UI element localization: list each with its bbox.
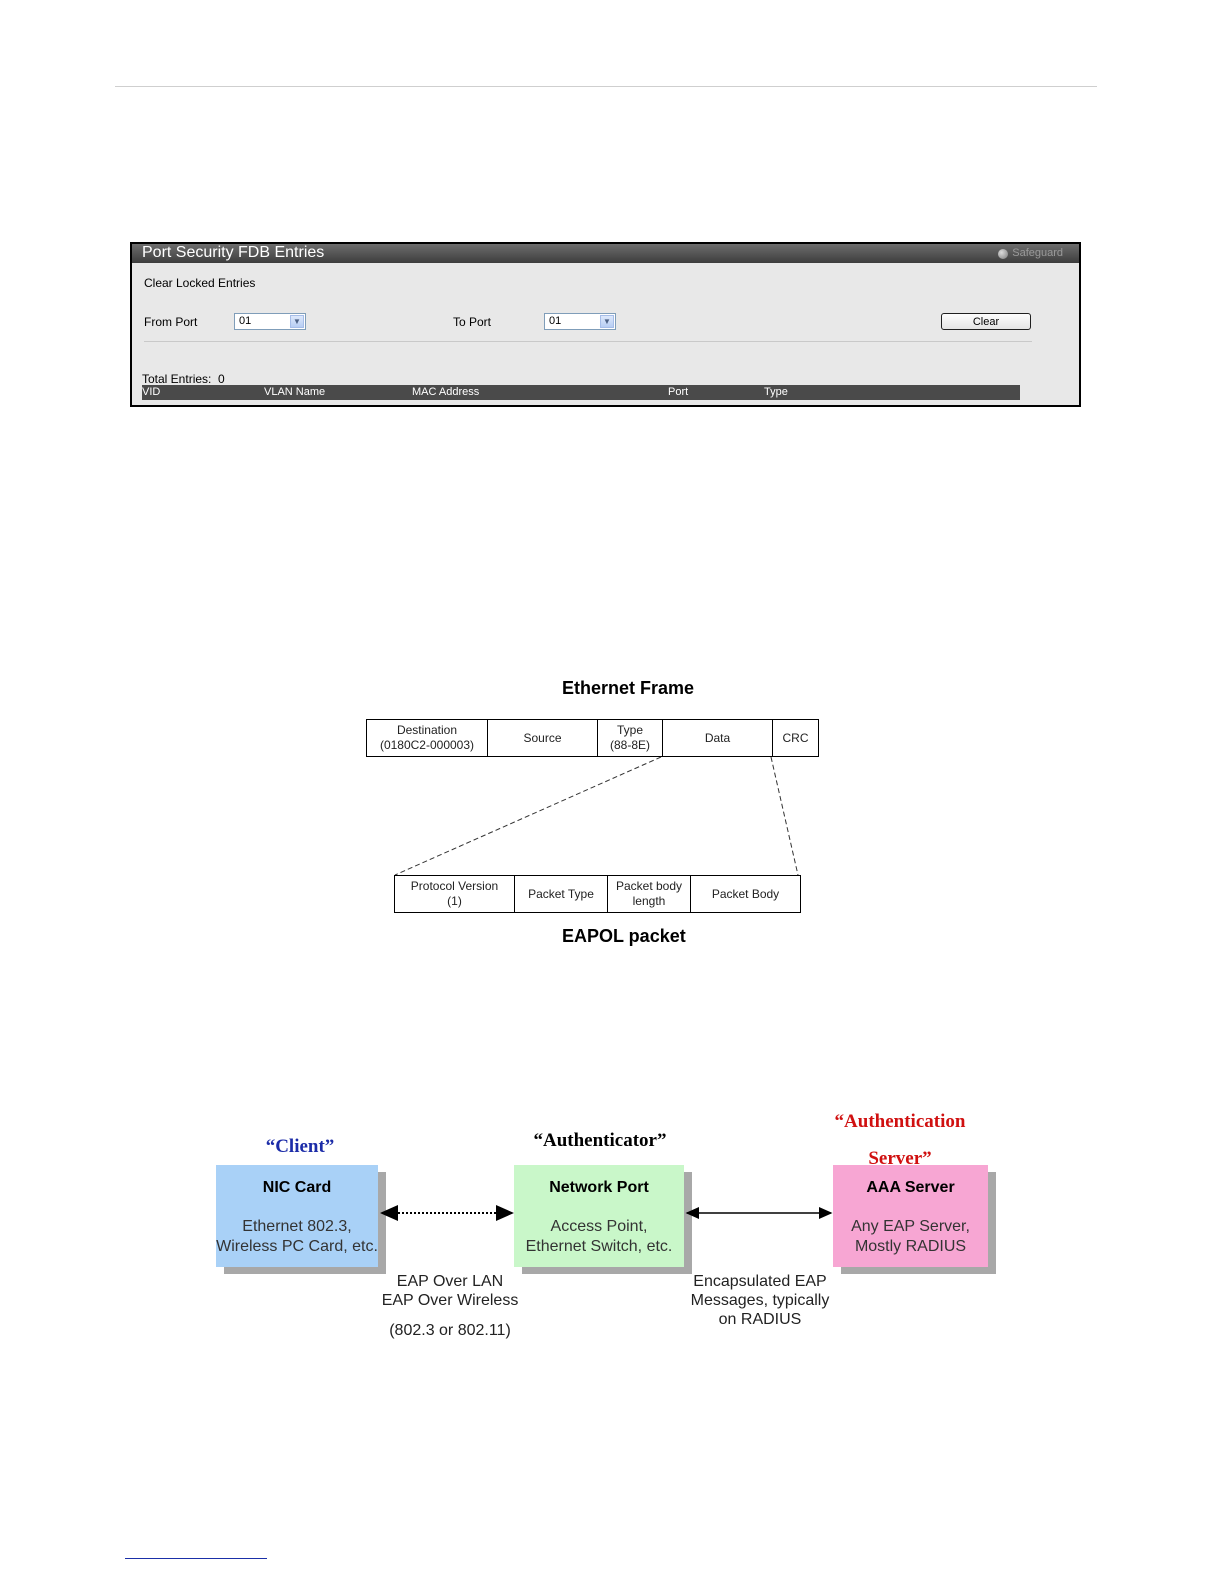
from-port-value: 01 bbox=[239, 315, 252, 327]
to-port-value: 01 bbox=[549, 315, 562, 327]
client-role-label: “Client” bbox=[230, 1136, 370, 1158]
authenticator-desc-line2: Ethernet Switch, etc. bbox=[525, 1238, 673, 1255]
eapol-field-packet-type: Packet Type bbox=[514, 876, 607, 912]
chevron-down-icon[interactable]: ▼ bbox=[600, 315, 614, 328]
to-port-select[interactable]: 01 ▼ bbox=[544, 313, 616, 330]
safeguard-icon bbox=[998, 248, 1009, 259]
chevron-down-icon[interactable]: ▼ bbox=[290, 315, 304, 328]
authenticator-role-label: “Authenticator” bbox=[510, 1130, 690, 1152]
link-label-line2: EAP Over Wireless bbox=[381, 1292, 519, 1309]
eapol-packet: Protocol Version(1) Packet Type Packet b… bbox=[394, 875, 801, 913]
frame-field-destination: Destination(0180C2-000003) bbox=[367, 720, 487, 756]
eapol-field-packet-body: Packet Body bbox=[690, 876, 800, 912]
total-entries-label: Total Entries: bbox=[142, 372, 212, 386]
eap-over-lan-label: EAP Over LAN EAP Over Wireless (802.3 or… bbox=[370, 1272, 530, 1340]
expansion-line-left bbox=[394, 756, 662, 876]
frame-field-label: Destination bbox=[396, 723, 458, 737]
page-top-rule bbox=[115, 86, 1097, 87]
safeguard-label: Safeguard bbox=[1012, 247, 1063, 259]
from-port-select[interactable]: 01 ▼ bbox=[234, 313, 306, 330]
expansion-line-right bbox=[770, 756, 799, 876]
frame-field-sublabel: (88-8E) bbox=[609, 738, 650, 752]
fdb-table-header: VID VLAN Name MAC Address Port Type bbox=[142, 385, 1020, 400]
link-label-line3: on RADIUS bbox=[718, 1311, 802, 1328]
frame-field-source: Source bbox=[487, 720, 597, 756]
frame-field-label: Type bbox=[616, 723, 643, 737]
clear-locked-entries-heading: Clear Locked Entries bbox=[144, 276, 256, 290]
to-port-label: To Port bbox=[453, 315, 492, 329]
authenticator-desc-line1: Access Point, bbox=[550, 1218, 648, 1235]
server-desc-line2: Mostly RADIUS bbox=[854, 1238, 967, 1255]
eapol-field-sublabel: length bbox=[632, 894, 666, 908]
frame-field-label: Data bbox=[704, 730, 731, 745]
frame-field-type: Type(88-8E) bbox=[597, 720, 662, 756]
eapol-field-label: Packet Type bbox=[528, 886, 594, 901]
server-role-text-line1: “Authentication bbox=[834, 1111, 966, 1132]
server-node: AAA Server Any EAP Server, Mostly RADIUS bbox=[833, 1165, 988, 1267]
eapol-field-label: Packet body bbox=[615, 879, 683, 893]
server-desc-line1: Any EAP Server, bbox=[851, 1218, 970, 1235]
frame-field-label: CRC bbox=[782, 730, 809, 745]
link-label-line3: (802.3 or 802.11) bbox=[389, 1322, 511, 1339]
footer-rule bbox=[125, 1558, 267, 1559]
eapol-field-sublabel: (1) bbox=[447, 894, 462, 908]
safeguard-indicator: Safeguard bbox=[998, 246, 1063, 261]
frame-field-data: Data bbox=[662, 720, 772, 756]
panel-header: Port Security FDB Entries Safeguard bbox=[132, 244, 1079, 263]
ethernet-frame: Destination(0180C2-000003) Source Type(8… bbox=[366, 719, 819, 757]
link-label-line2: Messages, typically bbox=[690, 1292, 830, 1309]
column-header-mac-address[interactable]: MAC Address bbox=[412, 386, 480, 398]
panel-title: Port Security FDB Entries bbox=[142, 244, 325, 261]
eapol-field-label: Protocol Version bbox=[410, 879, 499, 893]
authenticator-role-text: “Authenticator” bbox=[533, 1130, 667, 1151]
authenticator-node: Network Port Access Point, Ethernet Swit… bbox=[514, 1165, 684, 1267]
from-port-label: From Port bbox=[144, 315, 198, 329]
server-node-title: AAA Server bbox=[866, 1179, 955, 1196]
server-role-text-line2: Server” bbox=[868, 1148, 932, 1169]
link-label-line1: EAP Over LAN bbox=[396, 1273, 504, 1290]
client-desc-line1: Ethernet 802.3, bbox=[242, 1218, 352, 1235]
total-entries-value: 0 bbox=[218, 372, 225, 386]
server-role-label: “Authentication Server” bbox=[815, 1103, 985, 1177]
client-node-title: NIC Card bbox=[262, 1179, 332, 1196]
total-entries: Total Entries: 0 bbox=[142, 372, 225, 386]
panel-divider bbox=[144, 341, 1032, 342]
frame-field-crc: CRC bbox=[772, 720, 818, 756]
client-role-text: “Client” bbox=[265, 1136, 335, 1157]
authenticator-node-title: Network Port bbox=[549, 1179, 649, 1196]
authenticator-node-description: Access Point, Ethernet Switch, etc. bbox=[514, 1217, 684, 1257]
eapol-field-protocol-version: Protocol Version(1) bbox=[395, 876, 514, 912]
client-desc-line2: Wireless PC Card, etc. bbox=[216, 1238, 378, 1255]
server-node-description: Any EAP Server, Mostly RADIUS bbox=[833, 1217, 988, 1257]
eapol-packet-title: EAPOL packet bbox=[562, 926, 686, 946]
column-header-vid[interactable]: VID bbox=[142, 386, 161, 398]
column-header-port[interactable]: Port bbox=[668, 386, 689, 398]
frame-field-sublabel: (0180C2-000003) bbox=[379, 738, 475, 752]
clear-button[interactable]: Clear bbox=[941, 313, 1031, 330]
column-header-type[interactable]: Type bbox=[764, 386, 788, 398]
eapol-field-label: Packet Body bbox=[711, 886, 780, 901]
client-node-description: Ethernet 802.3, Wireless PC Card, etc. bbox=[216, 1217, 378, 1257]
port-security-fdb-panel: Port Security FDB Entries Safeguard Clea… bbox=[130, 242, 1081, 407]
client-node: NIC Card Ethernet 802.3, Wireless PC Car… bbox=[216, 1165, 378, 1267]
column-header-vlan-name[interactable]: VLAN Name bbox=[264, 386, 326, 398]
encapsulated-eap-label: Encapsulated EAP Messages, typically on … bbox=[680, 1272, 840, 1329]
link-label-line1: Encapsulated EAP bbox=[693, 1273, 827, 1290]
ethernet-frame-title: Ethernet Frame bbox=[562, 678, 695, 698]
frame-field-label: Source bbox=[523, 730, 562, 745]
